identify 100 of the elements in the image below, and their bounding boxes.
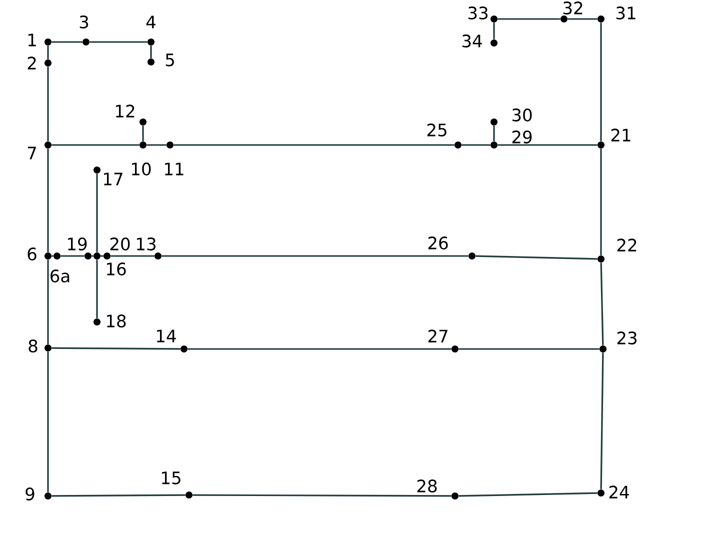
wire-line bbox=[498, 144, 598, 146]
point-label: 34 bbox=[462, 34, 482, 48]
junction-dot bbox=[166, 142, 174, 148]
point-label: 23 bbox=[617, 332, 636, 344]
wire-line bbox=[142, 126, 144, 142]
point-label: 4 bbox=[146, 16, 156, 28]
junction-dot bbox=[490, 40, 498, 46]
point-label: 26 bbox=[428, 236, 448, 250]
wire-line bbox=[52, 41, 82, 43]
junction-dot bbox=[148, 38, 154, 46]
point-label: 6a bbox=[50, 270, 70, 282]
wire-line bbox=[96, 260, 98, 318]
point-label: 6 bbox=[28, 248, 36, 260]
junction-dot bbox=[468, 252, 476, 260]
wire-line bbox=[192, 494, 452, 497]
point-label: 3 bbox=[80, 16, 88, 28]
point-label: 22 bbox=[617, 238, 636, 252]
wire-line bbox=[493, 126, 495, 142]
wire-line bbox=[498, 18, 560, 20]
junction-dot bbox=[44, 252, 52, 260]
wire-line bbox=[493, 22, 495, 40]
point-label: 10 bbox=[132, 162, 151, 176]
junction-dot bbox=[598, 490, 604, 496]
wire-line bbox=[146, 144, 166, 146]
junction-dot bbox=[454, 142, 462, 148]
point-label: 8 bbox=[28, 340, 38, 352]
junction-dot bbox=[44, 344, 52, 352]
junction-dot bbox=[452, 492, 458, 500]
wire-line bbox=[568, 18, 598, 20]
point-label: 15 bbox=[162, 472, 180, 484]
wire-line bbox=[60, 255, 84, 257]
point-label: 20 bbox=[110, 238, 130, 250]
point-label: 32 bbox=[563, 2, 582, 14]
wire-line bbox=[162, 255, 468, 257]
point-label: 33 bbox=[468, 6, 488, 20]
point-label: 14 bbox=[157, 330, 176, 342]
junction-dot bbox=[490, 118, 498, 126]
wire-line bbox=[600, 262, 604, 346]
wire-line bbox=[47, 66, 49, 142]
wire-line bbox=[476, 255, 598, 260]
wire-line bbox=[458, 492, 598, 497]
point-label: 9 bbox=[26, 488, 34, 500]
junction-dot bbox=[84, 252, 92, 260]
junction-dot bbox=[104, 252, 110, 260]
junction-dot bbox=[490, 142, 498, 148]
point-label: 31 bbox=[616, 6, 636, 20]
junction-dot bbox=[44, 142, 52, 148]
point-label: 2 bbox=[28, 56, 36, 70]
junction-dot bbox=[54, 252, 60, 260]
junction-dot bbox=[148, 58, 154, 66]
junction-dot bbox=[598, 16, 604, 22]
point-label: 12 bbox=[116, 104, 134, 118]
point-label: 27 bbox=[428, 330, 448, 342]
junction-dot bbox=[140, 118, 146, 126]
junction-dot bbox=[452, 346, 458, 352]
junction-dot bbox=[94, 166, 100, 174]
wire-line bbox=[174, 144, 454, 146]
point-label: 24 bbox=[609, 486, 629, 498]
point-label: 28 bbox=[417, 480, 437, 492]
point-label: 25 bbox=[427, 124, 446, 136]
point-label: 16 bbox=[107, 262, 126, 276]
point-label: 19 bbox=[68, 238, 87, 250]
junction-dot bbox=[82, 38, 90, 46]
wire-line bbox=[47, 260, 49, 344]
junction-dot bbox=[490, 16, 498, 22]
wire-line bbox=[600, 352, 604, 490]
wire-line bbox=[600, 148, 602, 256]
junction-dot bbox=[44, 38, 52, 46]
wire-line bbox=[96, 174, 98, 252]
wire-line bbox=[92, 255, 94, 257]
wire-line bbox=[47, 352, 49, 492]
point-label: 13 bbox=[137, 238, 156, 250]
wire-line bbox=[100, 255, 104, 257]
junction-dot bbox=[94, 252, 100, 260]
junction-dot bbox=[180, 346, 188, 352]
point-label: 7 bbox=[28, 146, 36, 160]
junction-dot bbox=[598, 142, 604, 148]
wire-line bbox=[52, 347, 180, 350]
point-label: 5 bbox=[166, 54, 174, 66]
point-label: 17 bbox=[104, 172, 122, 186]
junction-dot bbox=[140, 142, 146, 148]
wire-line bbox=[458, 348, 600, 350]
junction-dot bbox=[598, 256, 604, 262]
junction-dot bbox=[154, 252, 162, 260]
wire-line bbox=[462, 144, 490, 146]
point-label: 1 bbox=[28, 34, 36, 46]
junction-dot bbox=[44, 60, 52, 66]
wire-line bbox=[47, 148, 49, 252]
junction-dot bbox=[600, 346, 606, 352]
wire-line bbox=[52, 255, 54, 257]
wire-line bbox=[52, 144, 140, 146]
wire-line bbox=[110, 255, 154, 257]
point-label: 21 bbox=[611, 128, 630, 142]
point-label: 18 bbox=[107, 314, 126, 328]
point-label: 30 bbox=[512, 108, 532, 122]
wire-line bbox=[188, 348, 452, 350]
junction-dot bbox=[560, 16, 568, 22]
junction-dot bbox=[186, 492, 192, 498]
point-label: 29 bbox=[512, 130, 532, 144]
junction-dot bbox=[44, 492, 52, 500]
